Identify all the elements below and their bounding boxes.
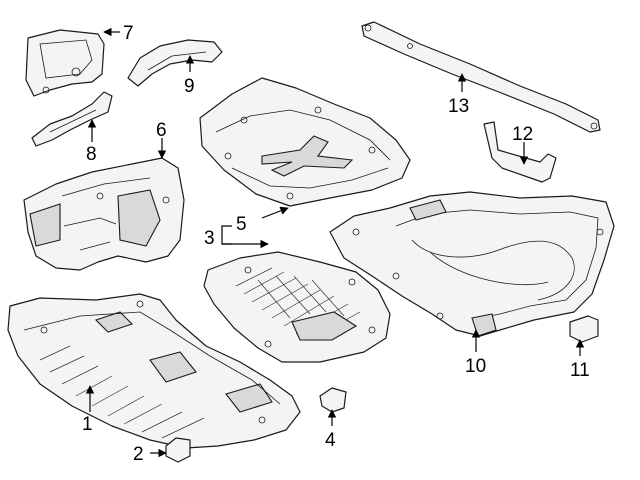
callout-labels: 7 8 9 6 13 12 5 3 10 11 1 2 4 — [82, 23, 590, 465]
callout-4: 4 — [325, 430, 336, 451]
callout-13: 13 — [448, 96, 469, 117]
part-9-bracket — [127, 39, 223, 87]
callout-7: 7 — [123, 23, 134, 44]
leader-lines — [85, 27, 585, 458]
part-12-bracket — [483, 121, 557, 183]
leader-3-bracket — [221, 225, 232, 245]
callout-9: 9 — [184, 76, 195, 97]
callout-3: 3 — [204, 228, 215, 249]
callout-11: 11 — [570, 360, 590, 381]
part-7-shield — [25, 29, 105, 97]
callout-6: 6 — [156, 120, 167, 141]
part-6-tunnel-shield — [23, 157, 185, 271]
callout-1: 1 — [82, 414, 93, 435]
callout-12: 12 — [512, 124, 533, 145]
callout-5: 5 — [236, 214, 247, 235]
part-5-upper-panel — [199, 77, 411, 207]
callout-10: 10 — [465, 356, 486, 377]
part-10-frame — [329, 191, 615, 337]
part-13-bar — [361, 21, 601, 133]
part-11-clip — [569, 315, 599, 343]
part-8-bracket — [31, 91, 113, 147]
part-3-lower-panel — [203, 251, 391, 363]
part-1-front-shield — [7, 293, 301, 449]
leader-5 — [261, 206, 289, 219]
callout-8: 8 — [86, 144, 97, 165]
callout-2: 2 — [133, 444, 144, 465]
part-4-clip — [319, 387, 347, 413]
